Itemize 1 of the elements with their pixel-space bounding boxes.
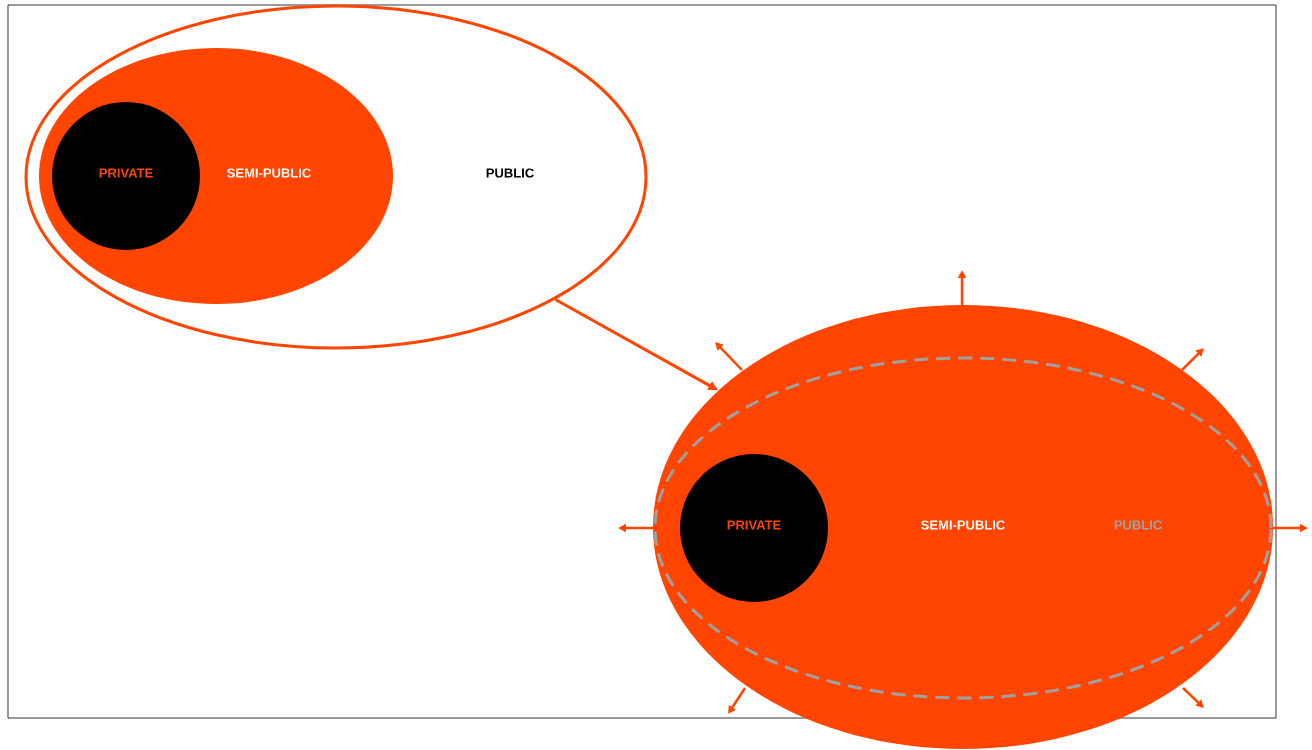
semi-public-ellipse (653, 305, 1273, 749)
